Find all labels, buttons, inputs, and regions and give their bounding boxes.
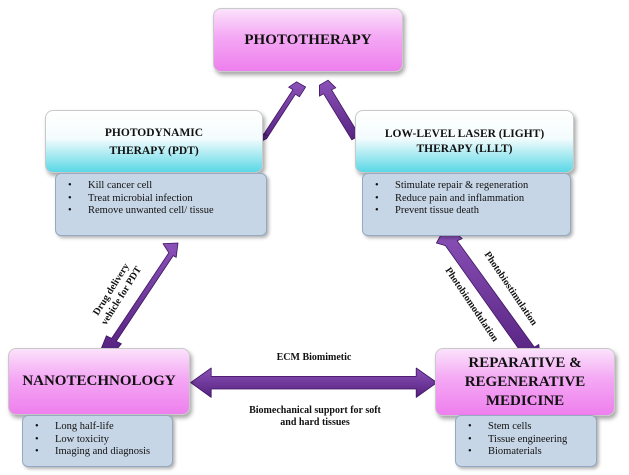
list-item: Prevent tissue death [375, 205, 566, 218]
list-item: Imaging and diagnosis [35, 446, 168, 459]
label-ecm-biomimetic: ECM Biomimetic [276, 352, 352, 363]
list-item: Tissue engineering [468, 434, 592, 447]
node-regenerative-medicine: REPARATIVE & REGENERATIVE MEDICINE [435, 348, 615, 416]
list-item: Stimulate repair & regeneration [375, 180, 566, 193]
node-phototherapy: PHOTOTHERAPY [213, 8, 403, 72]
regenerative-medicine-features-list: Stem cells Tissue engineering Biomateria… [455, 415, 597, 467]
label-biomechanical-support: Biomechanical support for soft and hard … [249, 405, 381, 428]
node-pdt-label: PHOTODYNAMIC THERAPY (PDT) [104, 126, 204, 157]
arrow-phototherapy-pdt [248, 81, 306, 145]
node-nanotechnology-label: NANOTECHNOLOGY [22, 373, 176, 389]
arrow-nanotech-regen [190, 367, 438, 398]
nanotechnology-features-list: Long half-life Low toxicity Imaging and … [22, 415, 173, 467]
list-item: Stem cells [468, 421, 592, 434]
lllt-effects-list: Stimulate repair & regeneration Reduce p… [362, 173, 571, 236]
list-item: Kill cancer cell [68, 180, 262, 193]
list-item: Treat microbial infection [68, 193, 262, 206]
list-item: Biomaterials [468, 446, 592, 459]
list-item: Remove unwanted cell/ tissue [68, 205, 262, 218]
node-nanotechnology: NANOTECHNOLOGY [8, 348, 190, 415]
list-item: Low toxicity [35, 434, 168, 447]
node-pdt: PHOTODYNAMIC THERAPY (PDT) [45, 110, 263, 173]
node-lllt: LOW-LEVEL LASER (LIGHT) THERAPY (LLLT) [355, 110, 574, 173]
pdt-effects-list: Kill cancer cell Treat microbial infecti… [55, 173, 267, 236]
node-phototherapy-label: PHOTOTHERAPY [244, 31, 372, 48]
list-item: Long half-life [35, 421, 168, 434]
node-lllt-label: LOW-LEVEL LASER (LIGHT) THERAPY (LLLT) [384, 127, 545, 155]
node-regenerative-medicine-label: REPARATIVE & REGENERATIVE MEDICINE [464, 354, 586, 409]
list-item: Reduce pain and inflammation [375, 193, 566, 206]
